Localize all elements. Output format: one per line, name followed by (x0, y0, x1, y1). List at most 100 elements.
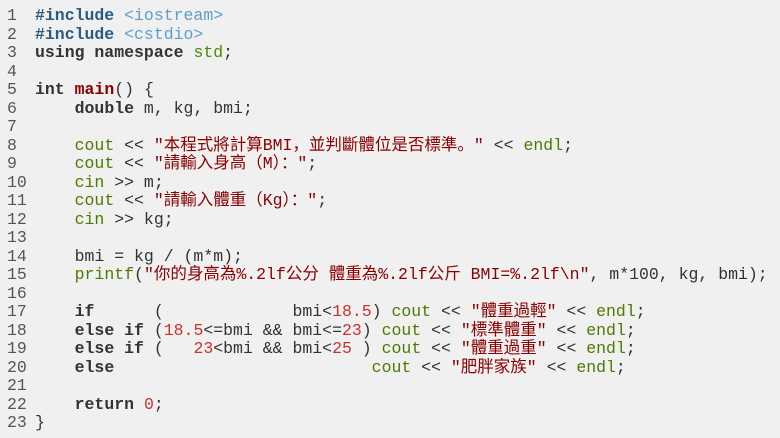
code-text: << (114, 154, 154, 173)
code-text: , m*100, kg, bmi); (589, 265, 768, 284)
stream-identifier: printf (74, 265, 135, 284)
line-number: 3 (7, 43, 17, 62)
line-code: else if ( 23<bmi && bmi<25 ) cout << "體重… (35, 339, 636, 359)
code-text: ) (371, 302, 392, 321)
code-text: () { (114, 80, 154, 99)
line-code: else cout << "肥胖家族" << endl; (35, 357, 626, 378)
code-text: ; (625, 339, 636, 358)
line-number: 7 (7, 117, 17, 136)
line-number: 1 (7, 6, 17, 25)
code-line[interactable]: 21 (0, 376, 780, 396)
code-text: } (35, 413, 45, 432)
stream-identifier: cout (381, 320, 422, 340)
code-line[interactable]: 8 cout << "本程式將計算BMI，並判斷體位是否標準。" << endl… (0, 135, 780, 156)
line-code: #include <iostream> (35, 6, 223, 26)
code-line[interactable]: 16 (0, 284, 780, 304)
number-literal: 0 (143, 394, 154, 414)
code-line[interactable]: 23} (0, 413, 780, 433)
code-text: << (114, 191, 154, 210)
line-number: 9 (7, 154, 17, 173)
stream-identifier: cout (381, 339, 422, 358)
keyword: using namespace (35, 43, 184, 62)
code-text: ; (307, 154, 318, 173)
line-number: 19 (7, 339, 27, 358)
code-line[interactable]: 9 cout << "請輸入身高（M）："; (0, 154, 780, 174)
code-text: << (546, 320, 587, 340)
code-text (35, 173, 75, 192)
stream-identifier: cout (74, 135, 115, 155)
code-text (65, 80, 75, 99)
code-text: ; (223, 43, 234, 62)
code-line[interactable]: 15 printf("你的身高為%.2lf公分 體重為%.2lf公斤 BMI=%… (0, 265, 780, 285)
code-line[interactable]: 12 cin >> kg; (0, 209, 780, 230)
code-text: ; (317, 191, 328, 210)
code-line[interactable]: 14 bmi = kg / (m*m); (0, 246, 780, 267)
keyword: else (74, 357, 115, 377)
code-line[interactable]: 2 #include <cstdio> (0, 24, 780, 45)
line-number: 6 (7, 98, 17, 118)
keyword: else if (74, 339, 144, 358)
code-text (134, 395, 144, 414)
code-line[interactable]: 13 (0, 228, 780, 248)
string-literal: "體重過重" (460, 339, 547, 358)
line-code: int main() { (35, 80, 154, 100)
line-number: 13 (7, 228, 27, 247)
code-line[interactable]: 6 double m, kg, bmi; (0, 98, 780, 119)
line-number: 21 (7, 376, 27, 395)
line-number: 11 (7, 191, 27, 210)
code-line[interactable]: 22 return 0; (0, 394, 780, 415)
code-line[interactable]: 4 (0, 61, 780, 82)
code-text: << (411, 357, 451, 377)
line-number: 12 (7, 209, 27, 229)
number-literal: 23 (193, 339, 214, 358)
code-line[interactable]: 7 (0, 117, 780, 137)
line-code: #include <cstdio> (35, 24, 203, 45)
line-number: 18 (7, 320, 27, 340)
preprocessor-directive: #include (35, 24, 115, 44)
line-code: if ( bmi<18.5) cout << "體重過輕" << endl; (35, 302, 646, 322)
code-text (35, 395, 75, 414)
preprocessor-directive: #include (35, 6, 115, 25)
string-literal: "請輸入身高（M）：" (153, 154, 308, 173)
stream-identifier: cin (74, 209, 105, 229)
line-code: } (35, 413, 45, 433)
code-text: <=bmi && bmi<= (203, 320, 342, 340)
function-name: main (74, 80, 115, 99)
code-text: << (114, 135, 154, 155)
line-code: bmi = kg / (m*m); (35, 247, 243, 267)
code-text: >> m; (104, 172, 164, 192)
code-text: << (421, 320, 461, 340)
code-line[interactable]: 19 else if ( 23<bmi && bmi<25 ) cout << … (0, 339, 780, 359)
line-number: 15 (7, 265, 27, 284)
code-line[interactable]: 10 cin >> m; (0, 172, 780, 193)
line-number: 20 (7, 357, 27, 377)
code-text (35, 358, 75, 377)
line-number: 2 (7, 24, 17, 44)
line-number: 4 (7, 61, 17, 81)
code-line[interactable]: 11 cout << "請輸入體重（Kg）："; (0, 191, 780, 211)
code-line[interactable]: 20 else cout << "肥胖家族" << endl; (0, 357, 780, 378)
code-text: ; (635, 302, 646, 321)
code-text (184, 43, 194, 62)
line-code: else if (18.5<=bmi && bmi<=23) cout << "… (35, 320, 636, 341)
code-text: << (431, 302, 471, 321)
line-code: cin >> kg; (35, 209, 174, 230)
number-literal: 18.5 (332, 302, 372, 321)
code-text: ( (143, 320, 164, 340)
line-code: cout << "請輸入體重（Kg）："; (35, 191, 328, 211)
number-literal: 23 (341, 320, 362, 340)
code-line[interactable]: 17 if ( bmi<18.5) cout << "體重過輕" << endl… (0, 302, 780, 322)
line-number: 22 (7, 394, 27, 414)
line-number: 14 (7, 246, 27, 266)
code-text (35, 265, 75, 284)
code-line[interactable]: 18 else if (18.5<=bmi && bmi<=23) cout <… (0, 320, 780, 341)
code-line[interactable]: 1 #include <iostream> (0, 6, 780, 26)
line-code: cout << "請輸入身高（M）："; (35, 154, 318, 174)
code-text: << (556, 302, 597, 321)
code-text (35, 321, 75, 340)
string-literal: "本程式將計算BMI，並判斷體位是否標準。" (153, 135, 484, 155)
line-number: 8 (7, 135, 17, 155)
